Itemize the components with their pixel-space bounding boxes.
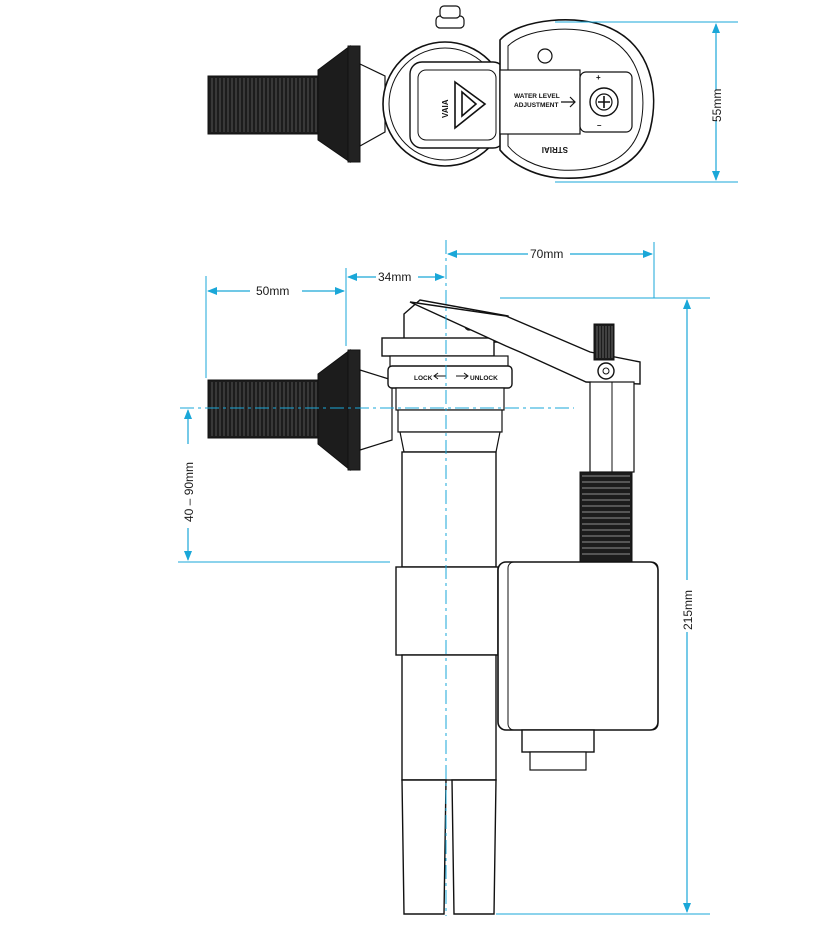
dimension-55mm: [555, 21, 738, 183]
dimension-40-90mm-label: 40 – 90mm: [182, 462, 196, 522]
lever-arm: [409, 301, 641, 385]
float-box: [497, 561, 659, 771]
water-level-label-line2: ADJUSTMENT: [514, 102, 558, 109]
lock-label: LOCK: [414, 375, 433, 382]
side-inlet-thread: [207, 349, 393, 472]
lock-arrow-icon: [433, 372, 446, 380]
top-view: VAIA WATER LEVEL ADJUSTMENT + – STRIAI 5…: [207, 5, 738, 183]
vaia-logo-icon: [454, 80, 487, 130]
unlock-arrow-icon: [456, 372, 469, 380]
dimension-34mm-label: 34mm: [378, 270, 411, 284]
unlock-label: UNLOCK: [470, 375, 498, 382]
float-ball-icon: [537, 48, 553, 64]
dimension-215mm: [496, 297, 710, 915]
dimension-70mm-label: 70mm: [530, 247, 563, 261]
float-rod-spring: [579, 381, 635, 563]
side-view: LOCK UNLOCK: [178, 240, 710, 916]
dimension-50mm: [205, 268, 347, 378]
dimension-70mm: [447, 242, 655, 298]
minus-label: –: [597, 121, 602, 130]
adjust-screw-icon: [598, 96, 610, 108]
brand-top-label: STRIAI: [542, 145, 568, 154]
dimension-55mm-label: 55mm: [710, 89, 724, 122]
top-inlet-thread: [207, 45, 386, 163]
top-float-paddle: [499, 19, 655, 180]
water-level-label-line1: WATER LEVEL: [514, 93, 560, 100]
dimension-215mm-label: 215mm: [681, 590, 695, 630]
dimension-40-90mm: [178, 409, 390, 563]
plus-label: +: [596, 73, 601, 82]
top-valve-head: [382, 5, 508, 167]
valve-body-tube: [395, 451, 499, 915]
dimension-50mm-label: 50mm: [256, 284, 289, 298]
brand-vaia-label: VAIA: [441, 99, 450, 118]
